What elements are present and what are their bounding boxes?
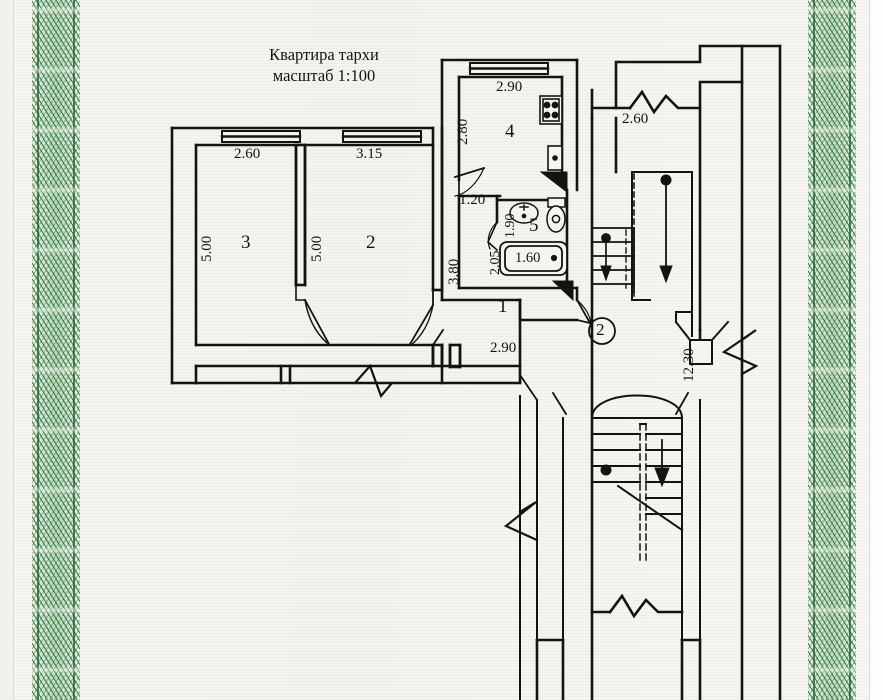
page-right-rule [869, 0, 870, 700]
washbasin-icon [509, 202, 539, 224]
bathtub-icon [499, 241, 568, 276]
dim-kitchen-depth: 2.80 [455, 118, 471, 145]
dim-door-width: 1.20 [459, 192, 486, 208]
hall-lower-jamb [440, 343, 522, 385]
page-left-gutter [0, 0, 16, 700]
dim-kitchen-width: 2.90 [496, 79, 523, 95]
door-hall-lower [518, 373, 539, 402]
lower-stair [519, 391, 701, 700]
axis-marker-2 [588, 317, 616, 345]
door-room-3 [295, 284, 331, 346]
corridor-jambs [279, 343, 444, 385]
break-line-right [721, 329, 759, 376]
window-room-3 [220, 130, 302, 143]
dim-bath-width: 1.90 [503, 213, 518, 239]
room-label-5: 5 [529, 215, 539, 236]
corner-pier-kitchen [539, 171, 568, 194]
plan-title-line-1: Квартира тархи [269, 45, 379, 64]
dim-hall-width: 2.90 [490, 340, 517, 356]
window-room-2 [341, 130, 423, 143]
room-label-3: 3 [241, 232, 251, 253]
toilet-icon [546, 197, 566, 233]
bottom-entrance [535, 593, 702, 700]
room-label-4: 4 [505, 121, 515, 142]
apartment-outer-walls [170, 126, 522, 385]
dim-room2-depth: 5.00 [309, 235, 325, 262]
upper-stair [591, 227, 635, 293]
window-kitchen [468, 62, 550, 75]
break-line-south [353, 363, 394, 399]
break-line-bottom-left [503, 501, 539, 542]
dim-stair-length: 12.30 [681, 348, 697, 382]
partition-3-2 [294, 143, 307, 287]
dim-hall-depth: 3.80 [446, 258, 462, 285]
door-hall-entry [575, 298, 592, 325]
axis-marker-2-label: 2 [596, 320, 605, 339]
door-hall-south [431, 328, 445, 347]
dim-balcony-width: 2.60 [622, 111, 649, 127]
dim-bathtub-length: 1.60 [515, 250, 541, 266]
right-wing-walls [590, 44, 782, 700]
kitchen-walls [440, 58, 579, 192]
door-room-2 [408, 289, 435, 346]
page-right-gutter [869, 0, 883, 700]
hall-right-wall [518, 286, 579, 385]
stair-door-12-30 [674, 311, 730, 365]
dim-room3-width: 2.60 [234, 146, 261, 162]
dim-room2-width: 3.15 [356, 146, 383, 162]
corner-pier-bath [551, 280, 574, 302]
kitchen-sink-unit [547, 145, 563, 171]
dim-room3-depth: 5.00 [199, 235, 215, 262]
room-label-2: 2 [366, 232, 376, 253]
wall-room2-right [431, 126, 444, 292]
door-bathroom [487, 220, 499, 252]
stove-icon [539, 95, 563, 125]
dim-bath-depth: 2.05 [488, 250, 503, 276]
plan-title-line-2: масштаб 1:100 [272, 66, 376, 86]
plan-title: Квартира тархи масштаб 1:100 [239, 44, 409, 86]
door-kitchen [453, 166, 486, 197]
page-left-rule [13, 0, 14, 700]
room-label-1: 1 [498, 296, 508, 317]
